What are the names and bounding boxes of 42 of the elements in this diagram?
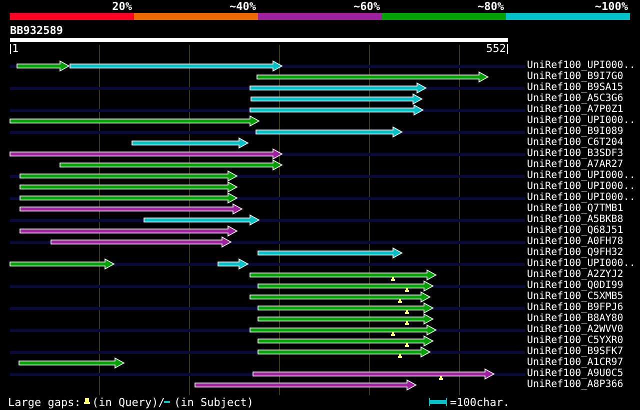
- hit-name: UniRef100_B3SDF3: [527, 148, 624, 159]
- scale-legend-label: =100char.: [450, 397, 510, 409]
- hit-name: UniRef100_C5XMB5: [527, 291, 624, 302]
- hit-name: UniRef100_B9I7G0: [527, 71, 624, 82]
- ruler-end-label: 552: [486, 43, 506, 55]
- hit-name: UniRef100_C6T204: [527, 137, 624, 148]
- hit-name: UniRef100_A5C3G6: [527, 93, 624, 104]
- hit-name: UniRef100_B9SFK7: [527, 346, 624, 357]
- hit-name: UniRef100_C5YXR0: [527, 335, 624, 346]
- identity-scale-label: ~40%: [230, 1, 256, 13]
- hit-name: UniRef100_Q68J51: [527, 225, 624, 236]
- hit-name: UniRef100_A9U0C5: [527, 368, 624, 379]
- hit-name: UniRef100_A7P0Z1: [527, 104, 624, 115]
- identity-scale-label: ~80%: [478, 1, 504, 13]
- hit-name: UniRef100_A0FH78: [527, 236, 624, 247]
- hit-name: UniRef100_UPI000..: [527, 181, 636, 192]
- hit-name: UniRef100_Q7TMB1: [527, 203, 624, 214]
- hit-name: UniRef100_B9FPJ6: [527, 302, 624, 313]
- hit-name: UniRef100_A2WVV0: [527, 324, 624, 335]
- hit-name: UniRef100_UPI000..: [527, 115, 636, 126]
- hit-name: UniRef100_A2ZYJ2: [527, 269, 624, 280]
- hit-name: UniRef100_Q0DI99: [527, 280, 624, 291]
- identity-scale-label: ~60%: [354, 1, 380, 13]
- gap-legend-label: Large gaps:: [8, 397, 81, 409]
- hit-name: UniRef100_A7AR27: [527, 159, 624, 170]
- hit-name: UniRef100_UPI000..: [527, 258, 636, 269]
- hit-name: UniRef100_UPI000..: [527, 192, 636, 203]
- identity-scale-label: 20%: [112, 1, 132, 13]
- gap-legend-label: (in Query)/: [92, 397, 165, 409]
- identity-scale-label: ~100%: [594, 1, 628, 13]
- hit-name: UniRef100_Q9FH32: [527, 247, 624, 258]
- hit-name: UniRef100_A1CR97: [527, 357, 624, 368]
- query-title: BB932589: [10, 25, 63, 37]
- hit-name: UniRef100_B9I089: [527, 126, 624, 137]
- gap-legend-label: (in Subject): [174, 397, 254, 409]
- hit-name: UniRef100_A8P366: [527, 379, 624, 391]
- hit-name: UniRef100_UPI000..: [527, 170, 636, 181]
- ruler-start-label: 1: [12, 43, 19, 55]
- hit-name: UniRef100_B8AY80: [527, 313, 624, 324]
- hit-name: UniRef100_A5BKB8: [527, 214, 624, 225]
- hit-name: UniRef100_UPI000..: [527, 60, 636, 71]
- hit-name: UniRef100_B9SA15: [527, 82, 624, 93]
